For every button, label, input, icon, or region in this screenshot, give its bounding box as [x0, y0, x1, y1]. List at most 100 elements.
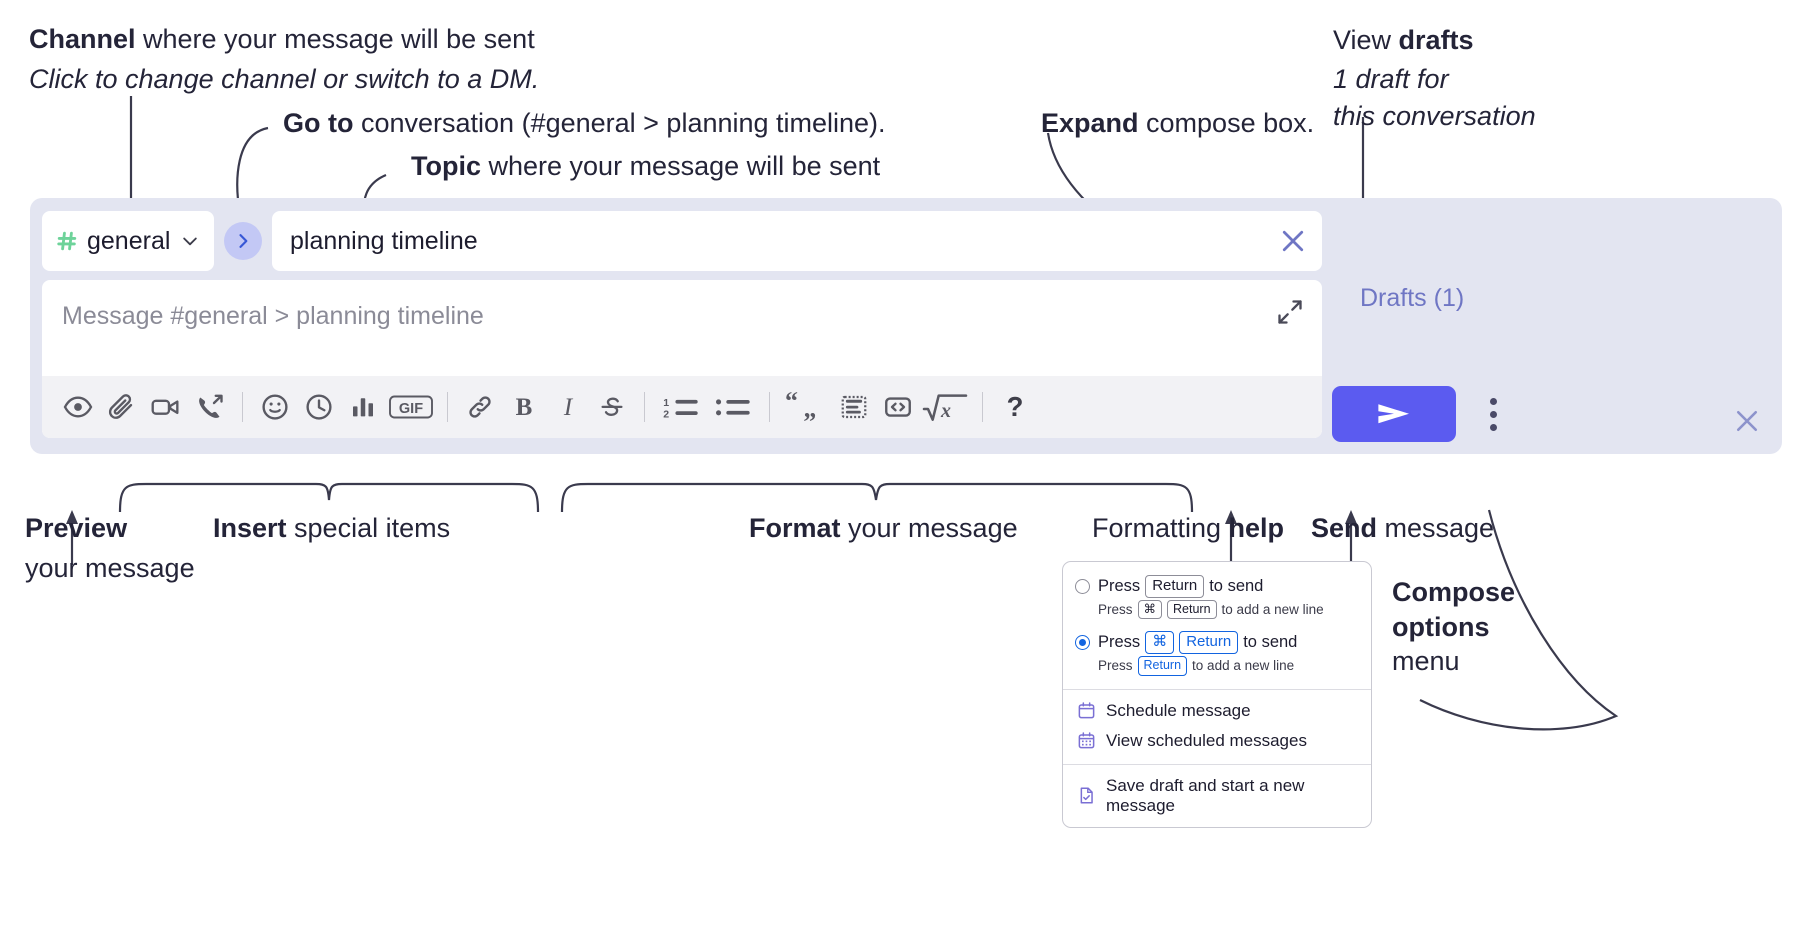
topic-field[interactable]: planning timeline	[272, 211, 1322, 271]
compose-inner: general planning timeline Message #gener…	[42, 210, 1322, 442]
annotation-help-lead: Formatting	[1092, 513, 1229, 543]
option1-post: to send	[1209, 576, 1264, 595]
save-draft-icon	[1080, 787, 1093, 804]
poll-icon[interactable]	[341, 385, 385, 429]
option2-sub-post: to add a new line	[1192, 658, 1295, 674]
chevron-right-icon	[239, 234, 248, 248]
drafts-link[interactable]: Drafts (1)	[1360, 284, 1465, 312]
goto-conversation-button[interactable]	[224, 222, 262, 260]
message-placeholder: Message #general > planning timeline	[62, 302, 484, 330]
gif-label: GIF	[399, 401, 423, 417]
kebab-dot	[1489, 410, 1497, 418]
ordered-list-2: 2	[663, 409, 669, 421]
compose-panel: general planning timeline Message #gener…	[30, 198, 1782, 454]
annotation-compose-options-bold1: Compose	[1392, 577, 1516, 607]
send-option-cmd-return[interactable]: Press ⌘ Return to send	[1063, 628, 1371, 655]
annotation-preview-bold: Preview	[25, 513, 128, 543]
strikethrough-icon[interactable]	[590, 385, 634, 429]
toolbar-divider	[769, 392, 770, 422]
channel-selector[interactable]: general	[42, 211, 214, 271]
close-icon[interactable]	[1278, 226, 1308, 256]
key-return: Return	[1145, 575, 1205, 598]
annotation-goto: Go to conversation (#general > planning …	[283, 106, 886, 141]
compose-options-button[interactable]	[1479, 390, 1507, 438]
annotation-topic: Topic where your message will be sent	[411, 149, 880, 184]
kebab-dot	[1489, 397, 1497, 405]
paper-plane-icon	[1378, 404, 1409, 424]
annotation-help-bold: help	[1228, 513, 1285, 543]
annotation-compose-options-bold2: options	[1392, 611, 1490, 642]
annotation-drafts-sub2: this conversation	[1333, 101, 1536, 132]
code-icon[interactable]	[876, 385, 920, 429]
video-icon[interactable]	[144, 385, 188, 429]
toolbar-divider	[447, 392, 448, 422]
annotation-topic-rest: where your message will be sent	[481, 151, 881, 181]
toolbar-divider	[242, 392, 243, 422]
radio-selected[interactable]	[1075, 635, 1090, 651]
code-block-icon[interactable]	[832, 385, 876, 429]
annotation-channel-bold: Channel	[29, 24, 136, 54]
formatting-toolbar: GIF B	[42, 376, 1322, 438]
emoji-icon[interactable]	[253, 385, 297, 429]
send-button[interactable]	[1332, 386, 1456, 442]
help-label: ?	[1007, 392, 1024, 422]
annotation-drafts-bold: drafts	[1398, 25, 1474, 55]
annotation-send-bold: Send	[1311, 513, 1378, 543]
menu-item-label: View scheduled messages	[1106, 730, 1307, 750]
send-option-return-sub: Press ⌘ Return to add a new line	[1063, 598, 1371, 625]
svg-text:“: “	[785, 392, 798, 415]
option1-sub-post: to add a new line	[1221, 602, 1324, 618]
message-input-box[interactable]: Message #general > planning timeline	[42, 280, 1322, 438]
math-x: x	[940, 400, 951, 422]
annotation-compose-options-rest: menu	[1392, 646, 1460, 677]
italic-label: I	[563, 394, 574, 421]
annotation-expand-rest: compose box.	[1138, 108, 1315, 138]
gif-icon[interactable]: GIF	[385, 385, 437, 429]
key-command: ⌘	[1137, 599, 1163, 620]
key-return: Return	[1167, 599, 1217, 620]
link-icon[interactable]	[458, 385, 502, 429]
attachment-icon[interactable]	[100, 385, 144, 429]
italic-icon[interactable]: I	[546, 385, 590, 429]
annotation-insert: Insert special items	[213, 511, 450, 546]
annotation-drafts-sub1: 1 draft for	[1333, 63, 1449, 94]
bold-label: B	[516, 394, 533, 421]
annotation-format-bold: Format	[749, 513, 841, 543]
menu-divider	[1063, 688, 1371, 690]
annotation-compose-options: Compose options menu	[1392, 575, 1515, 679]
bulleted-list-icon[interactable]	[707, 385, 759, 429]
bold-icon[interactable]: B	[502, 385, 546, 429]
option1-pre: Press	[1098, 576, 1141, 595]
close-icon[interactable]	[1732, 406, 1762, 436]
calendar-grid-icon	[1078, 732, 1095, 749]
menu-item-view-scheduled-messages[interactable]: View scheduled messages	[1063, 726, 1371, 756]
annotation-goto-bold: Go to	[283, 108, 354, 138]
toolbar-divider	[982, 392, 983, 422]
menu-item-label: Schedule message	[1106, 700, 1251, 720]
toolbar-divider	[644, 392, 645, 422]
menu-item-schedule-message[interactable]: Schedule message	[1063, 696, 1371, 726]
ordered-list-icon[interactable]: 1 2	[655, 385, 707, 429]
option2-pre: Press	[1098, 633, 1141, 652]
kebab-dot	[1489, 423, 1497, 431]
question-mark-icon[interactable]: ?	[993, 385, 1037, 429]
expand-diagonal-icon[interactable]	[1276, 298, 1304, 326]
radio-unselected[interactable]	[1075, 578, 1090, 594]
annotation-topic-bold: Topic	[411, 151, 481, 181]
audio-call-icon[interactable]	[188, 385, 232, 429]
menu-item-label: Save draft and start a new message	[1106, 775, 1305, 815]
annotation-expand: Expand compose box.	[1041, 106, 1314, 141]
menu-item-save-draft[interactable]: Save draft and start a new message	[1063, 771, 1371, 821]
annotation-channel-sub: Click to change channel or switch to a D…	[29, 63, 540, 94]
send-option-return[interactable]: Press Return to send	[1063, 572, 1371, 598]
math-icon[interactable]: x	[920, 385, 972, 429]
annotation-insert-bold: Insert	[213, 513, 287, 543]
compose-header-row: general planning timeline	[42, 210, 1322, 272]
clock-icon[interactable]	[297, 385, 341, 429]
annotation-channel: Channel where your message will be sent …	[29, 22, 539, 96]
annotation-format-rest: your message	[840, 513, 1018, 543]
blockquote-icon[interactable]: “ „	[780, 385, 832, 429]
calendar-icon	[1078, 702, 1095, 719]
preview-icon[interactable]	[56, 385, 100, 429]
